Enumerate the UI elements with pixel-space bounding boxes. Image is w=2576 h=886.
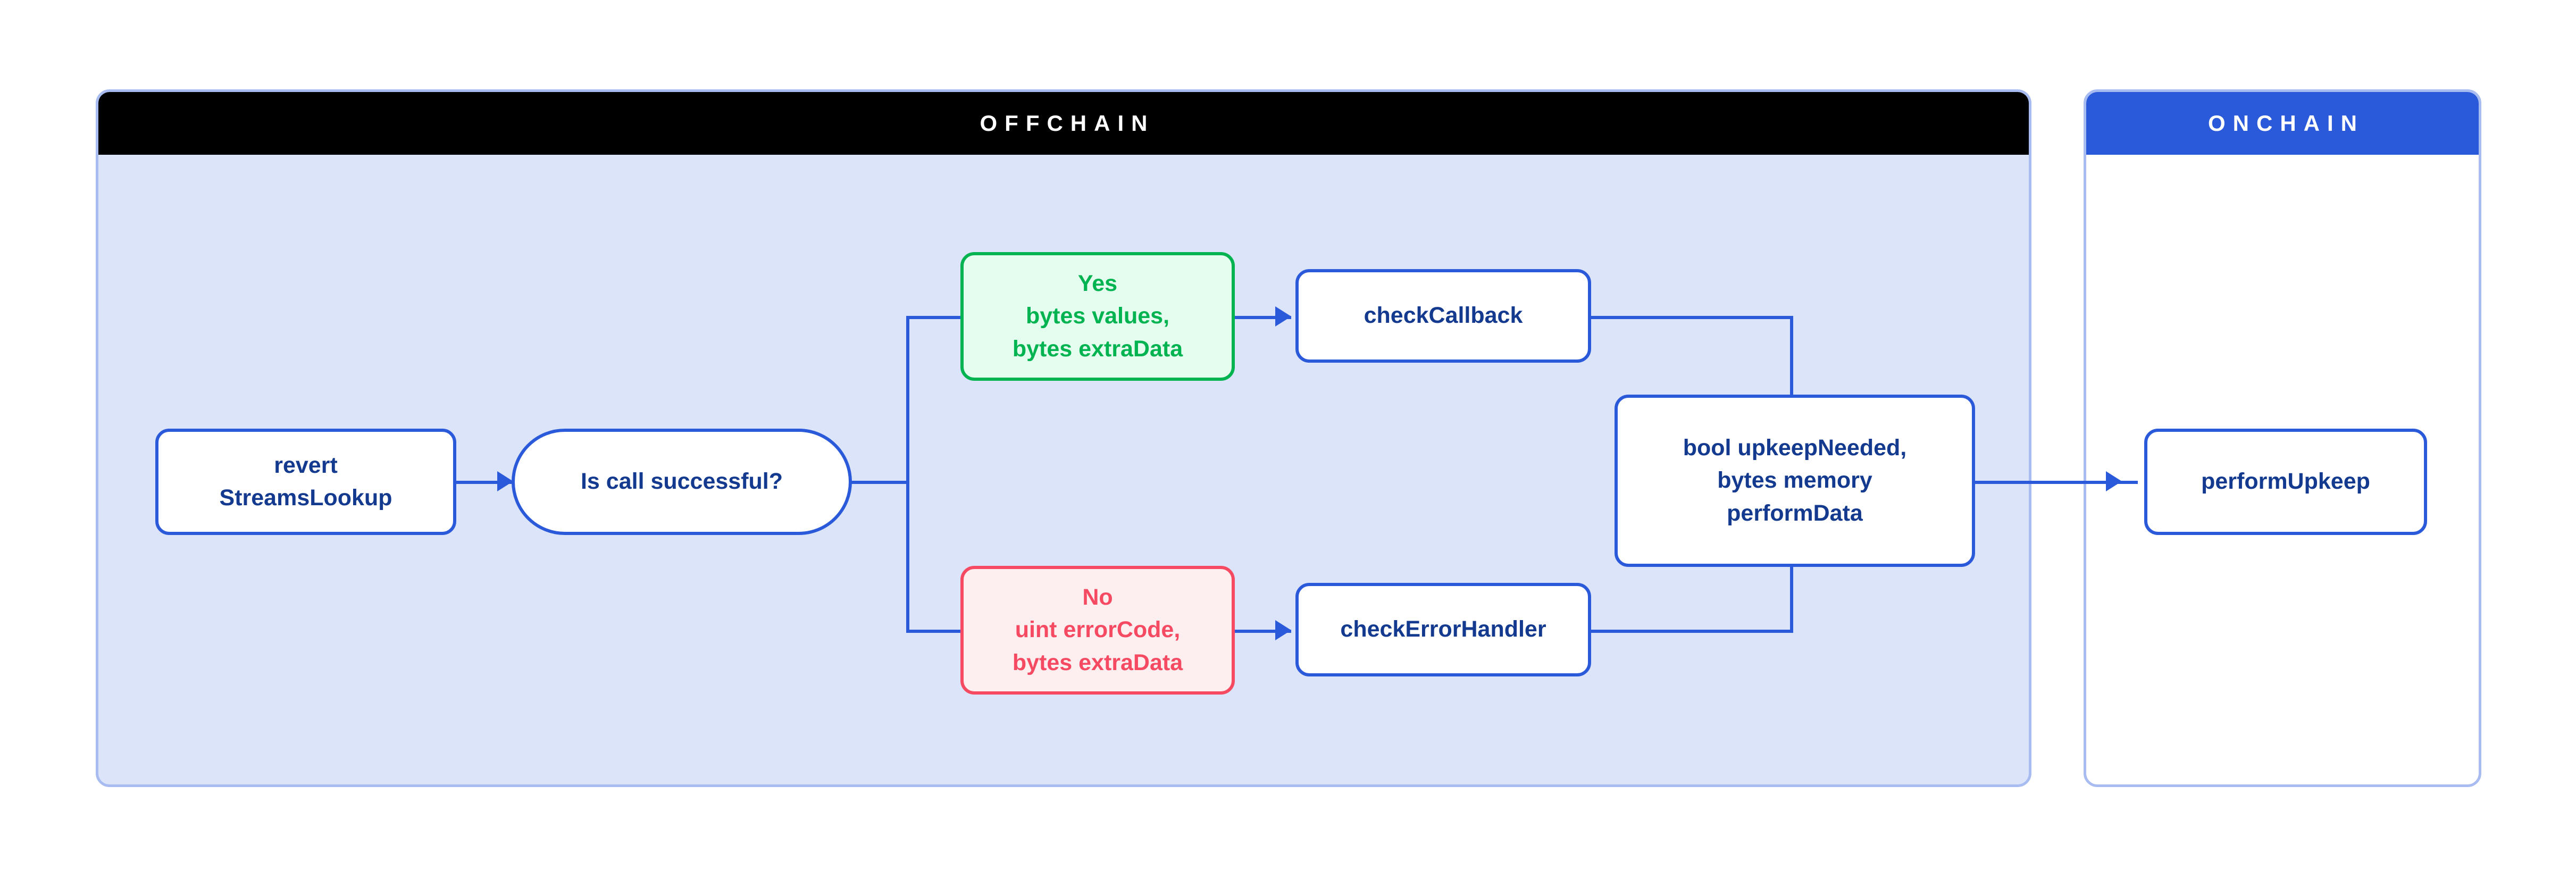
yes-line-1: Yes	[1077, 271, 1118, 297]
node-check-callback-label: checkCallback	[1364, 303, 1523, 329]
node-upkeep-needed-label: bool upkeepNeeded, bytes memory performD…	[1683, 432, 1907, 529]
node-no-branch-label: No uint errorCode, bytes extraData	[1013, 581, 1183, 679]
connector-merge-up-to-upkeep	[1790, 552, 1793, 633]
node-revert-streams-lookup[interactable]: revert StreamsLookup	[155, 429, 456, 535]
no-line-2: uint errorCode,	[1015, 617, 1181, 643]
yes-line-3: bytes extraData	[1012, 336, 1183, 362]
offchain-panel-header: OFFCHAIN	[98, 92, 2029, 155]
connector-check-error-handler-to-merge	[1591, 630, 1793, 633]
upkeep-line-1: bool upkeepNeeded,	[1683, 435, 1907, 461]
connector-upkeep-to-perform-upkeep	[1973, 481, 2138, 484]
no-line-3: bytes extraData	[1012, 649, 1183, 675]
connector-revert-to-decision	[455, 481, 513, 484]
node-check-callback[interactable]: checkCallback	[1295, 269, 1591, 363]
arrowhead-yes-to-check-callback	[1275, 306, 1291, 327]
node-yes-branch[interactable]: Yes bytes values, bytes extraData	[960, 252, 1235, 381]
yes-line-2: bytes values,	[1025, 303, 1170, 329]
connector-check-callback-to-merge	[1591, 316, 1793, 319]
connector-decision-to-bus	[851, 481, 909, 484]
node-upkeep-needed[interactable]: bool upkeepNeeded, bytes memory performD…	[1615, 395, 1975, 567]
node-perform-upkeep-label: performUpkeep	[2201, 469, 2370, 495]
node-yes-branch-label: Yes bytes values, bytes extraData	[1013, 268, 1183, 365]
arrowhead-upkeep-to-perform-upkeep	[2106, 471, 2122, 491]
node-check-error-handler-label: checkErrorHandler	[1340, 616, 1546, 642]
upkeep-line-2: bytes memory	[1717, 467, 1872, 494]
no-line-1: No	[1082, 584, 1113, 611]
onchain-panel-header: ONCHAIN	[2086, 92, 2479, 155]
connector-no-to-check-error-handler	[1233, 630, 1291, 633]
node-check-error-handler[interactable]: checkErrorHandler	[1295, 583, 1591, 676]
arrowhead-no-to-check-error-handler	[1275, 620, 1291, 640]
node-is-call-successful[interactable]: Is call successful?	[512, 429, 852, 535]
connector-branch-bus-vertical	[906, 316, 909, 633]
connector-yes-to-check-callback	[1233, 316, 1291, 319]
arrowhead-revert-to-decision	[497, 471, 513, 491]
connector-bus-to-no	[906, 630, 964, 633]
node-no-branch[interactable]: No uint errorCode, bytes extraData	[960, 566, 1235, 695]
revert-line-2: StreamsLookup	[219, 485, 392, 511]
revert-line-1: revert	[274, 452, 338, 478]
node-is-call-successful-label: Is call successful?	[580, 469, 783, 495]
node-revert-streams-lookup-label: revert StreamsLookup	[220, 449, 392, 514]
connector-merge-down-to-upkeep	[1790, 316, 1793, 401]
connector-bus-to-yes	[906, 316, 964, 319]
upkeep-line-3: performData	[1727, 500, 1863, 526]
node-perform-upkeep[interactable]: performUpkeep	[2144, 429, 2427, 535]
